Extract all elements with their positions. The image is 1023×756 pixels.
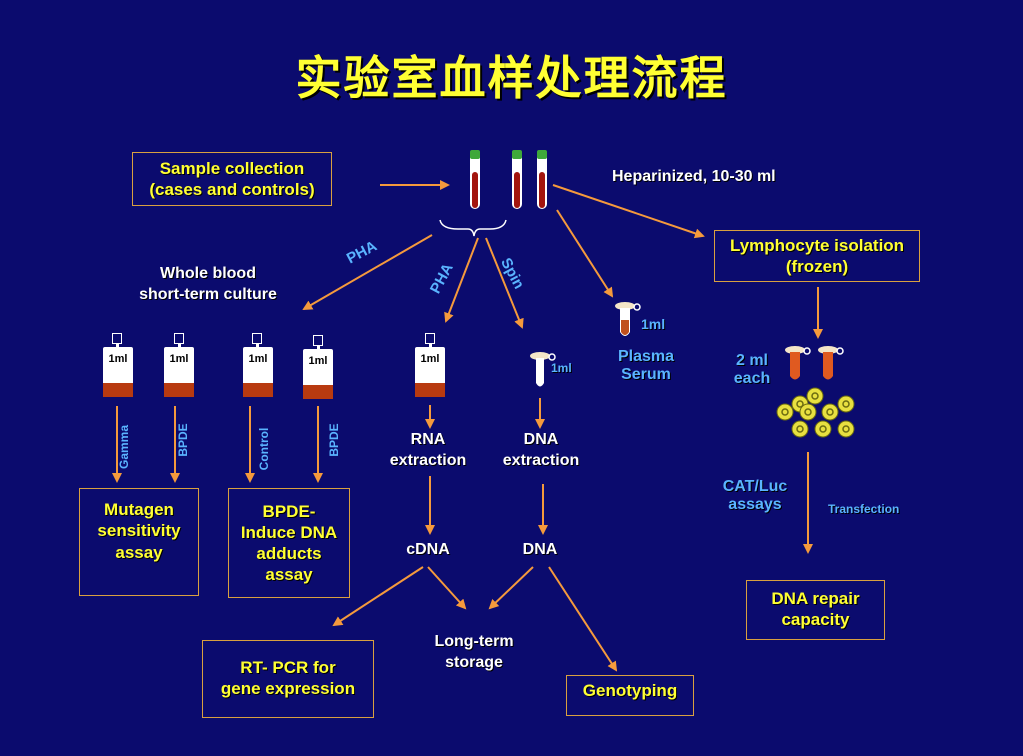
- plasma-volume-label: 1ml: [641, 316, 666, 332]
- lymphocyte-isolation-box: Lymphocyte isolation (frozen): [714, 230, 920, 282]
- cell-cluster: [776, 387, 855, 438]
- treatment-bpde-2-label: BPDE: [327, 423, 341, 457]
- arrow-dna-to-storage: [488, 566, 534, 610]
- lymphocyte-tubes: [785, 346, 844, 380]
- transfection-label: Transfection: [828, 502, 900, 516]
- flask-3-label: 1ml: [248, 353, 268, 365]
- dna-repair-label: DNA repair capacity: [771, 589, 860, 630]
- dna-tube: [530, 352, 556, 387]
- sample-collection-label: Sample collection (cases and controls): [149, 158, 315, 199]
- heparinized-label: Heparinized, 10-30 ml: [612, 168, 776, 185]
- whole-blood-label: Whole blood short-term culture: [139, 265, 277, 303]
- rna-extraction-label: RNA extraction: [389, 431, 467, 469]
- arrow-cdna-to-rtpcr: [332, 566, 424, 627]
- plasma-serum-label: Plasma Serum: [617, 348, 675, 383]
- flask-5-label: 1ml: [420, 353, 440, 365]
- rtpcr-box: RT- PCR for gene expression: [202, 640, 374, 718]
- brace-shape: [439, 219, 507, 237]
- arrow-dna-to-genotyping: [548, 566, 618, 672]
- page-title: 实验室血样处理流程: [295, 51, 728, 105]
- arrow-to-plasma: [556, 209, 614, 298]
- genotyping-label: Genotyping: [582, 681, 678, 700]
- mutagen-sensitivity-label: Mutagen sensitivity assay: [97, 500, 181, 562]
- flask-2-label: 1ml: [169, 353, 189, 365]
- dna-label: DNA: [522, 541, 558, 558]
- flask-1-label: 1ml: [108, 353, 128, 365]
- dna-extraction-label: DNA extraction: [502, 431, 580, 469]
- treatment-gamma-label: Gamma: [117, 424, 131, 469]
- treatment-bpde-1-label: BPDE: [176, 423, 190, 457]
- treatment-control-label: Control: [257, 427, 271, 471]
- arrow-spin: [485, 237, 524, 329]
- arrow-cdna-to-storage: [427, 566, 467, 610]
- cdna-label: cDNA: [406, 541, 450, 558]
- bpde-adducts-box: BPDE- Induce DNA adducts assay: [228, 488, 350, 598]
- blood-tubes: [470, 150, 547, 209]
- dna-repair-box: DNA repair capacity: [746, 580, 885, 640]
- plasma-tube: [615, 302, 641, 336]
- lymphocyte-isolation-label: Lymphocyte isolation (frozen): [729, 235, 905, 276]
- arrow-to-lymphocyte: [552, 184, 705, 239]
- bpde-adducts-label: BPDE- Induce DNA adducts assay: [240, 501, 338, 585]
- flask-4-label: 1ml: [308, 355, 328, 367]
- two-ml-each-label: 2 ml each: [733, 352, 771, 387]
- dna-tube-volume-label: 1ml: [551, 361, 572, 375]
- rtpcr-label: RT- PCR for gene expression: [220, 658, 356, 699]
- arrow-pha-left: [302, 234, 433, 311]
- cat-luc-label: CAT/Luc assays: [722, 478, 788, 513]
- arrow-pha-mid: [444, 237, 479, 323]
- sample-collection-box: Sample collection (cases and controls): [132, 152, 332, 206]
- long-term-storage-label: Long-term storage: [434, 633, 514, 671]
- mutagen-sensitivity-box: Mutagen sensitivity assay: [79, 488, 199, 596]
- genotyping-box: Genotyping: [566, 675, 694, 716]
